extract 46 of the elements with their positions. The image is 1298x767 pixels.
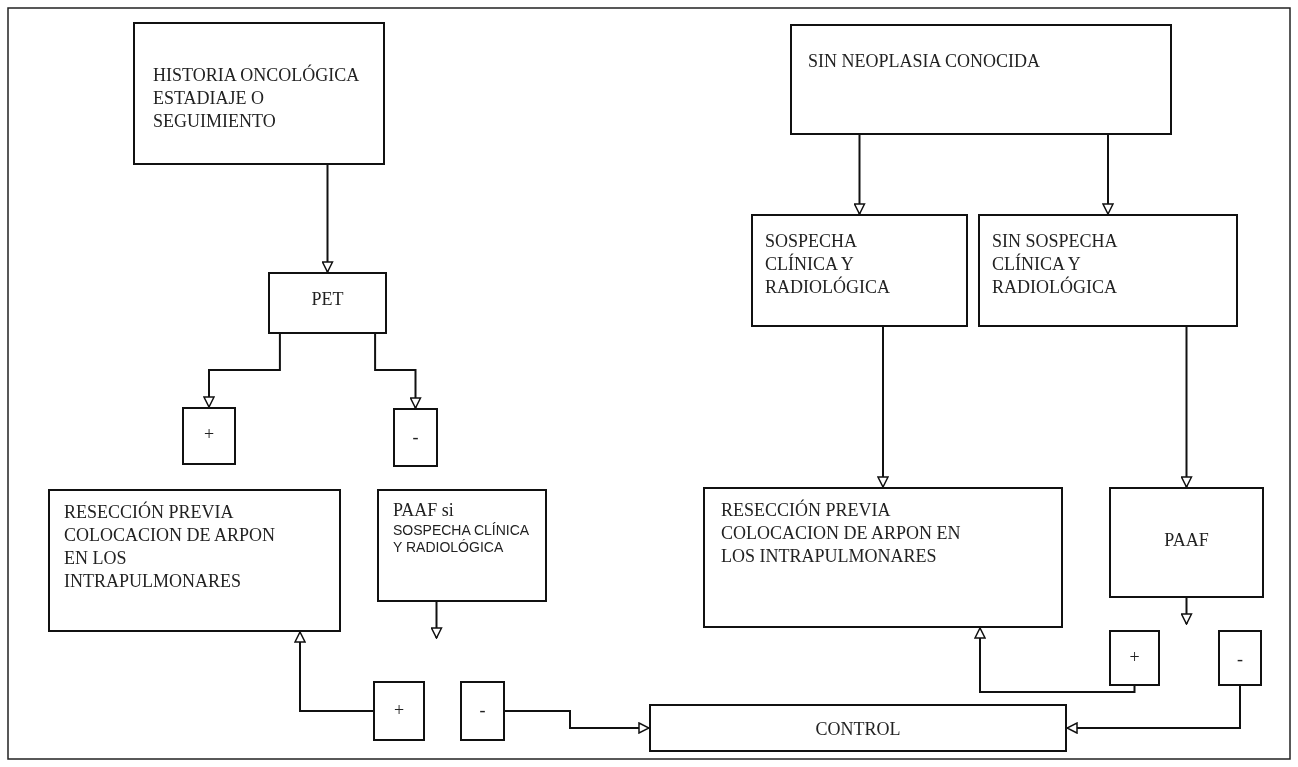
- arrow: [877, 326, 889, 488]
- arrow: [1180, 326, 1193, 488]
- box-label: SIN NEOPLASIA CONOCIDA: [808, 50, 1041, 73]
- process-box: [1218, 630, 1262, 686]
- arrow: [203, 333, 281, 408]
- process-box: [182, 407, 236, 465]
- box-note: SOSPECHA CLÍNICA Y RADIOLÓGICA: [393, 522, 530, 556]
- box-label: +: [392, 699, 406, 722]
- arrow: [321, 164, 334, 273]
- process-box: [978, 214, 1238, 327]
- arrow: [853, 134, 866, 215]
- box-label: +: [1128, 646, 1141, 669]
- arrow: [1180, 597, 1193, 625]
- process-box: [1109, 630, 1160, 686]
- process-box: [268, 272, 387, 334]
- box-label: SOSPECHA CLÍNICA Y RADIOLÓGICA: [765, 230, 891, 299]
- process-box: [751, 214, 968, 327]
- box-label: CONTROL: [814, 718, 902, 741]
- arrow: [974, 627, 1136, 693]
- box-label: PAAF si: [393, 499, 455, 522]
- arrow: [430, 601, 443, 639]
- box-label: PET: [310, 288, 345, 311]
- box-label: HISTORIA ONCOLÓGICA ESTADIAJE O SEGUIMIENTO: [153, 64, 360, 133]
- process-box: [460, 681, 505, 741]
- process-box: [373, 681, 425, 741]
- box-label: RESECCIÓN PREVIA COLOCACION DE ARPON EN LOS INTRAPULMONARES: [64, 501, 277, 593]
- box-label: -: [411, 426, 420, 449]
- arrow: [374, 333, 422, 409]
- process-box: [393, 408, 438, 467]
- process-box: [790, 24, 1172, 135]
- arrow: [504, 710, 650, 734]
- process-box: [649, 704, 1067, 752]
- process-box: [377, 489, 547, 602]
- box-label: SIN SOSPECHA CLÍNICA Y RADIOLÓGICA: [992, 230, 1119, 299]
- box-label: RESECCIÓN PREVIA COLOCACION DE ARPON EN LOS INTRAPULMONARES: [721, 499, 962, 568]
- process-box: [133, 22, 385, 165]
- box-label: +: [202, 423, 216, 446]
- process-box: [703, 487, 1063, 628]
- arrow: [294, 631, 374, 712]
- box-label: -: [478, 699, 487, 722]
- box-label: -: [1236, 648, 1244, 671]
- arrow: [1102, 134, 1114, 215]
- process-box: [48, 489, 341, 632]
- box-label: PAAF: [1163, 529, 1210, 552]
- arrow: [1066, 685, 1241, 734]
- process-box: [1109, 487, 1264, 598]
